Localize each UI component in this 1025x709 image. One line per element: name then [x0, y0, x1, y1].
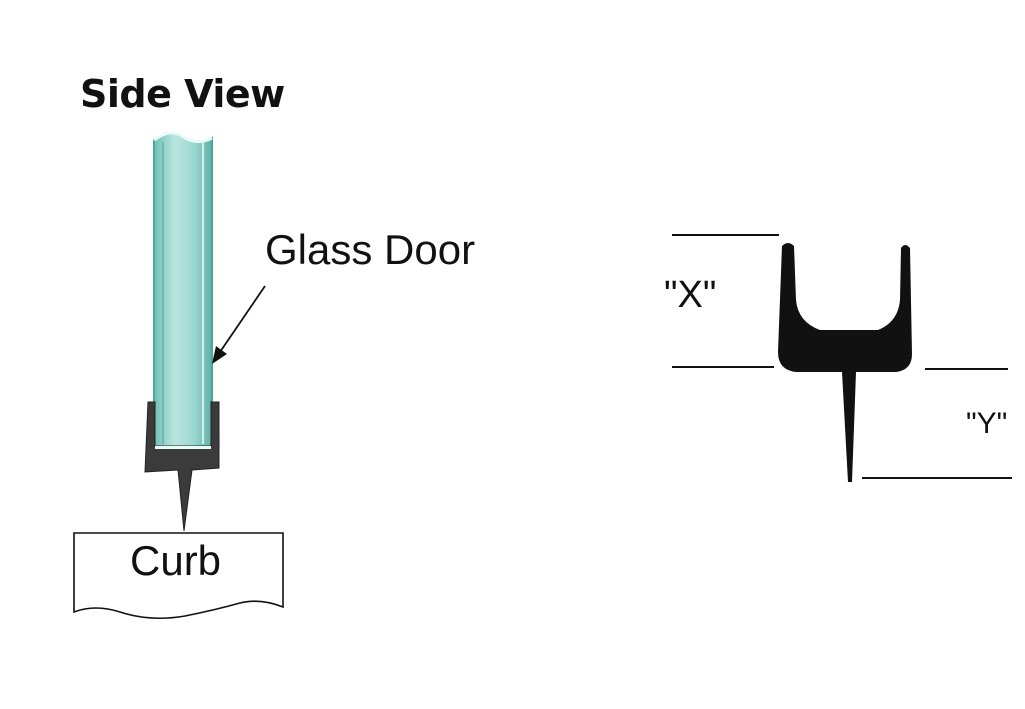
curb-label: Curb: [130, 537, 222, 584]
dimension-lines: [672, 234, 1012, 479]
seal-profile-section: [778, 243, 912, 482]
diagram-title: Side View: [80, 72, 285, 116]
glass-door-panel: [153, 131, 213, 449]
dimension-y-label: "Y": [966, 407, 1008, 440]
glass-door-arrow: [212, 285, 266, 364]
door-sweep-seal: [144, 401, 220, 532]
dimension-x-label: "X": [664, 274, 717, 316]
curb-box: [73, 532, 284, 620]
glass-door-label: Glass Door: [265, 226, 476, 273]
